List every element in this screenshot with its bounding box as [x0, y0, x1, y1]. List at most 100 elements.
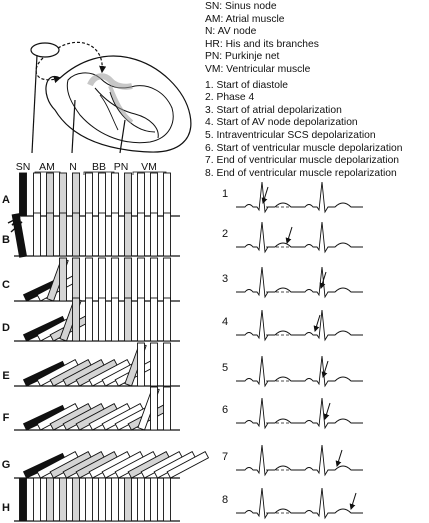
domino — [72, 172, 80, 217]
domino — [59, 172, 67, 217]
domino — [85, 297, 93, 342]
domino — [163, 477, 171, 522]
domino — [137, 297, 145, 342]
domino — [124, 297, 132, 342]
domino — [137, 477, 145, 522]
row-label-c: C — [2, 279, 10, 291]
ecg-trace — [236, 181, 363, 214]
ecg-number-7: 7 — [222, 451, 228, 463]
domino — [137, 172, 145, 217]
domino — [98, 257, 106, 302]
ecg-arrow-icon — [349, 492, 357, 510]
domino — [72, 297, 80, 342]
legend-item: AM: Atrial muscle — [205, 13, 285, 25]
column-label-pn: PN — [114, 161, 129, 173]
ecg-number-5: 5 — [222, 362, 228, 374]
row-label-d: D — [2, 322, 10, 334]
domino — [150, 477, 158, 522]
domino — [137, 342, 145, 387]
ecg-arrow-icon — [323, 402, 331, 420]
domino — [124, 477, 132, 522]
legend-step: 2. Phase 4 — [205, 92, 255, 104]
domino — [124, 212, 132, 257]
legend-item: PN: Purkinje net — [205, 51, 280, 63]
ecg-arrow-icon — [321, 360, 329, 378]
column-label-am: AM — [39, 161, 55, 173]
domino — [111, 257, 119, 302]
domino — [85, 172, 93, 217]
ecg-trace — [236, 355, 363, 388]
column-label-n: N — [69, 161, 77, 173]
legend-item: SN: Sinus node — [205, 1, 277, 12]
domino — [111, 297, 119, 342]
domino — [72, 477, 80, 522]
domino — [163, 342, 171, 387]
domino — [150, 386, 158, 431]
domino — [163, 257, 171, 302]
domino — [137, 257, 145, 302]
domino — [124, 257, 132, 302]
domino — [163, 297, 171, 342]
lightning-icon — [7, 216, 23, 233]
domino — [33, 172, 41, 217]
domino — [163, 212, 171, 257]
column-label-vm: VM — [141, 161, 157, 173]
domino — [59, 477, 67, 522]
ecg-arrow-icon — [335, 449, 343, 467]
domino — [46, 212, 54, 257]
ecg-number-4: 4 — [222, 316, 228, 328]
ecg-trace — [236, 266, 363, 299]
ecg-number-6: 6 — [222, 404, 228, 416]
row-label-f: F — [3, 412, 10, 424]
domino — [150, 212, 158, 257]
domino — [33, 477, 41, 522]
domino — [137, 212, 145, 257]
row-label-a: A — [2, 194, 10, 206]
row-label-h: H — [2, 502, 10, 514]
sinus-node-domino — [19, 477, 27, 522]
ecg-arrow-icon — [319, 271, 327, 289]
domino — [98, 297, 106, 342]
ecg-number-3: 3 — [222, 273, 228, 285]
legend-step: 8. End of ventricular muscle repolarizat… — [205, 167, 397, 179]
domino — [33, 212, 41, 257]
row-label-g: G — [2, 459, 11, 471]
domino — [98, 172, 106, 217]
domino — [72, 212, 80, 257]
domino — [46, 477, 54, 522]
legend-step: 6. Start of ventricular muscle depolariz… — [205, 142, 403, 154]
column-label-bb: BB — [92, 161, 106, 173]
ecg-arrow-icon — [261, 186, 269, 204]
domino — [166, 451, 210, 479]
legend-step: 1. Start of diastole — [205, 79, 288, 91]
domino — [111, 477, 119, 522]
legend-step: 7. End of ventricular muscle depolarizat… — [205, 155, 400, 167]
ecg-trace — [236, 397, 363, 430]
domino — [163, 386, 171, 431]
heart-illustration — [30, 41, 192, 154]
domino — [150, 342, 158, 387]
domino — [59, 212, 67, 257]
legend-step: 5. Intraventricular SCS depolarization — [205, 129, 376, 141]
domino — [85, 257, 93, 302]
ecg-trace — [236, 221, 363, 254]
column-label-sn: SN — [16, 161, 31, 173]
domino — [150, 297, 158, 342]
domino — [163, 172, 171, 217]
domino — [85, 477, 93, 522]
domino — [111, 172, 119, 217]
legend-step: 4. Start of AV node depolarization — [205, 117, 358, 129]
ecg-trace — [236, 487, 363, 520]
sinus-node-domino — [19, 172, 27, 217]
legend-item: VM: Ventricular muscle — [205, 63, 311, 75]
ecg-number-1: 1 — [222, 188, 228, 200]
domino — [98, 212, 106, 257]
legend: SN: Sinus node AM: Atrial muscle N: AV n… — [205, 1, 402, 180]
legend-step: 3. Start of atrial depolarization — [205, 104, 342, 116]
domino — [150, 172, 158, 217]
domino — [46, 172, 54, 217]
domino — [85, 212, 93, 257]
domino — [98, 477, 106, 522]
ecg-number-2: 2 — [222, 228, 228, 240]
